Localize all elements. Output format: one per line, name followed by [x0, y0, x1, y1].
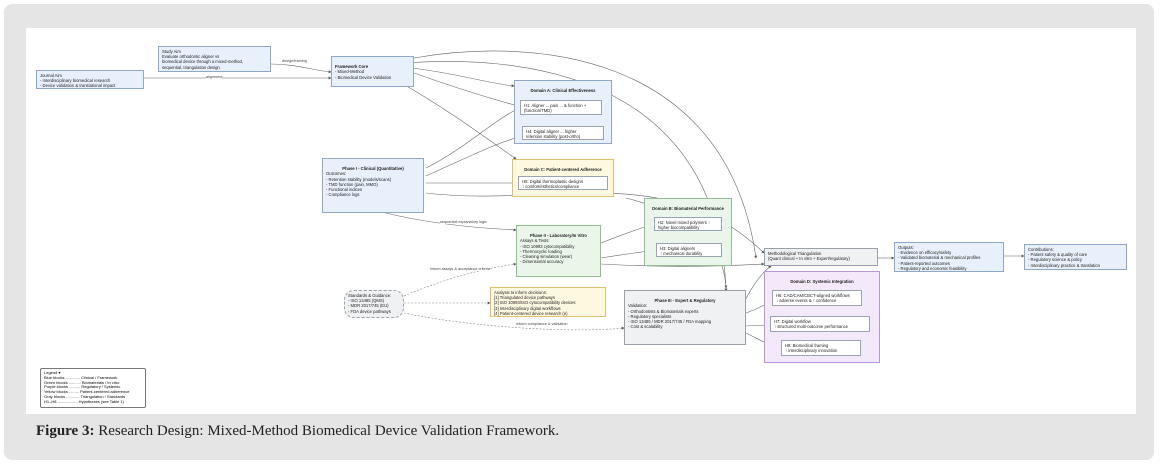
figure-frame: Journal Aim - Interdisciplinary biomedic…	[4, 4, 1154, 460]
study-aim-node: Study Aim Evaluate orthodontic aligner v…	[158, 46, 271, 72]
phase-1-title: Phase I - Clinical (Quantitative)	[342, 166, 404, 172]
domain-c-title: Domain C: Patient-centered Adherence	[524, 167, 602, 173]
hypothesis-h6-node: H6: CAD/CAM/CBCT-aligned workflows ↓ adv…	[772, 290, 862, 306]
standards-node: Standards & Guidance: - ISO 13485 (QMS) …	[344, 290, 404, 318]
hypothesis-h7-node: H7: Digital workflow ↑ structured multi-…	[770, 316, 870, 332]
edge-label-inform-compliance: inform compliance & validation	[516, 322, 568, 326]
edge-framework-domain-c	[395, 79, 517, 160]
analysis-note-node: Analysis to inform decisions: [1] Triang…	[490, 287, 606, 317]
edge-phase1-phase2	[385, 212, 517, 232]
edge-framework-domain-a	[410, 67, 515, 88]
phase-1-node: Phase I - Clinical (Quantitative)Outcome…	[322, 158, 424, 213]
edge-label-alignment: alignment	[206, 75, 223, 79]
edge-framework-h1	[413, 72, 519, 107]
figure-caption: Figure 3: Research Design: Mixed-Method …	[36, 423, 559, 440]
edge-framework-methodological	[413, 50, 758, 259]
outputs-node: Outputs: - Evidence on efficacy/safety -…	[894, 242, 1004, 272]
legend-box: Legend ▾ Blue blocks ............. Clini…	[40, 368, 146, 408]
edge-label-design: design/framing	[282, 59, 307, 63]
hypothesis-h3-node: H3: Digital aligners ↑ mechanical durabi…	[656, 243, 722, 257]
hypothesis-h1-node: H1: Aligner ... pain ... & function + (f…	[520, 100, 602, 115]
hypothesis-h2-node: H2: Novel mixed polymers ↑ higher biocom…	[654, 217, 722, 231]
methodological-triangulation-node: Methodological Triangulation (Quant clin…	[764, 248, 878, 266]
edge-study-framework	[270, 63, 332, 74]
domain-b-title: Domain B: Biomaterial Performance	[652, 206, 724, 212]
framework-core-title: Framework Core	[335, 64, 369, 70]
domain-a-title: Domain A: Clinical Effectiveness	[530, 88, 596, 94]
caption-label: Figure 3:	[36, 423, 95, 439]
edge-phase1-h4	[425, 135, 523, 177]
domain-d-title: Domain D: Systemic Integration	[790, 279, 854, 285]
hypothesis-h5-node: H5: Digital thermoplastic designs ↑ comf…	[518, 176, 608, 190]
edge-label-inform-assays: inform assays & acceptance criteria	[430, 267, 490, 271]
edge-standards-phase3	[403, 312, 625, 331]
hypothesis-h4-node: H4: Digital aligner ... higher retention…	[522, 126, 604, 140]
diagram-canvas: Journal Aim - Interdisciplinary biomedic…	[26, 28, 1136, 414]
phase-1-body: Outcomes: - Retention stability (models/…	[326, 171, 392, 198]
phase-3-title: Phase III - Expert & Regulatory	[654, 298, 716, 304]
phase-3-body: Validation: - Orthodontists & Biomateria…	[628, 303, 712, 330]
framework-core-node: Framework Core- Mixed-Method - Biomedica…	[331, 56, 414, 87]
edge-standards-phase2	[403, 262, 517, 297]
caption-text: Research Design: Mixed-Method Biomedical…	[98, 423, 560, 439]
edge-label-sequential: sequential explanatory logic	[440, 220, 487, 224]
contributions-node: Contributions: - Patient safety & qualit…	[1024, 244, 1127, 270]
phase-2-body: Assays & Tests: - ISO 10993 cytocompatib…	[520, 238, 575, 265]
hypothesis-h8-node: H8: Biomedical framing ↑ interdisciplina…	[781, 340, 861, 356]
phase-2-title: Phase II - Laboratory/In Vitro	[530, 233, 587, 239]
edge-phase1-h1	[425, 107, 521, 169]
journal-aim-node: Journal Aim - Interdisciplinary biomedic…	[36, 70, 144, 89]
edge-phase2-methodological	[600, 262, 765, 267]
framework-core-body: - Mixed-Method - Biomedical Device Valid…	[335, 69, 392, 80]
